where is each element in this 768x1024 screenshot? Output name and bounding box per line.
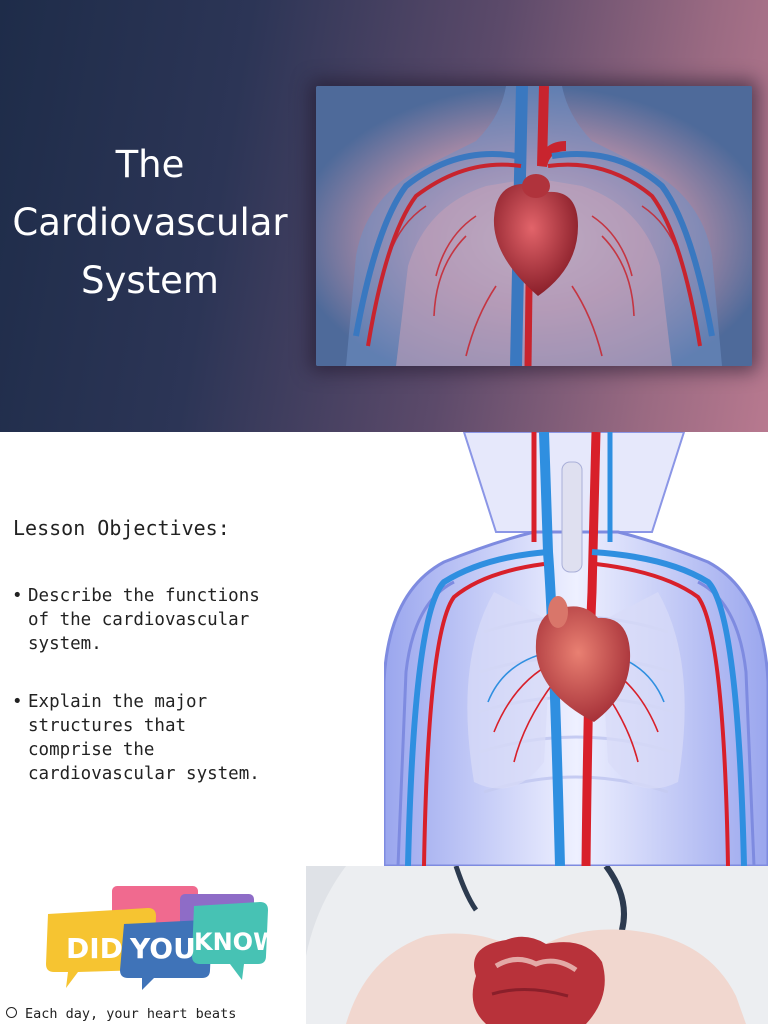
objective-text: Describe the functions of the cardiovasc… xyxy=(28,586,260,654)
anatomy-illustration xyxy=(384,432,768,866)
badge-word-3: KNOW? xyxy=(194,928,272,956)
bubble-blue xyxy=(120,920,212,990)
objectives-list: • Describe the functions of the cardiova… xyxy=(12,584,272,820)
bullet-icon: • xyxy=(12,692,23,712)
did-you-know-slide: DID YOU KNOW? Each day, your heart beats xyxy=(0,866,768,1024)
objective-text: Explain the major structures that compri… xyxy=(28,692,260,784)
torso-circulatory-illustration xyxy=(316,86,752,366)
speech-bubbles-graphic: DID YOU KNOW? xyxy=(46,886,272,990)
title-line-1: The xyxy=(115,143,185,186)
hands-holding-heart-photo xyxy=(306,866,768,1024)
slide-title: The Cardiovascular System xyxy=(0,136,300,310)
fact-line: Each day, your heart beats xyxy=(6,1006,306,1022)
objectives-slide: Lesson Objectives: • Describe the functi… xyxy=(0,432,768,866)
title-slide: The Cardiovascular System xyxy=(0,0,768,432)
torso-circulatory-image xyxy=(316,86,752,366)
title-line-2: Cardiovascular xyxy=(12,201,288,244)
objective-item: • Explain the major structures that comp… xyxy=(12,690,272,786)
did-you-know-badge: DID YOU KNOW? xyxy=(44,884,272,992)
fact-text: Each day, your heart beats xyxy=(25,1006,237,1022)
ring-bullet-icon xyxy=(6,1007,17,1018)
title-line-3: System xyxy=(81,259,219,302)
hands-heart-image xyxy=(306,866,768,1024)
badge-word-2: YOU xyxy=(129,932,196,965)
badge-word-1: DID xyxy=(66,932,123,965)
circulatory-anatomy-image xyxy=(384,432,768,866)
objective-item: • Describe the functions of the cardiova… xyxy=(12,584,272,656)
objectives-heading: Lesson Objectives: xyxy=(13,516,230,540)
bullet-icon: • xyxy=(12,586,23,606)
bubble-teal xyxy=(192,902,268,980)
